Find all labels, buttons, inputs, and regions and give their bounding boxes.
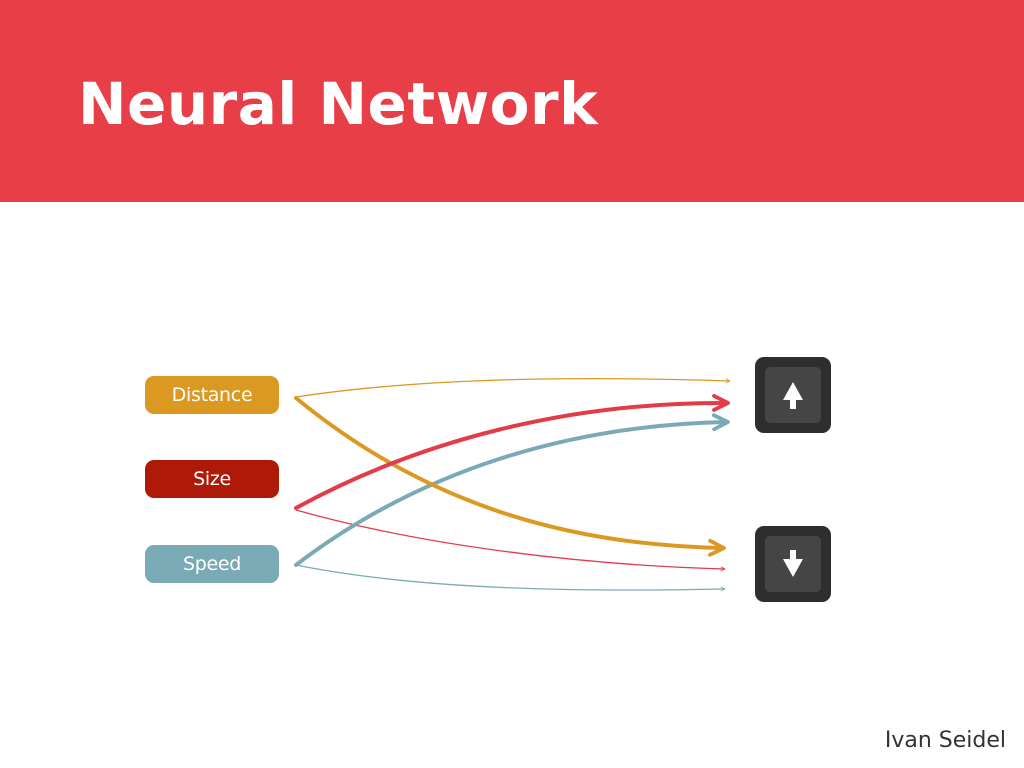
input-label-distance: Distance: [171, 384, 253, 406]
link-size-down: [295, 509, 726, 572]
link-distance-down: [294, 396, 726, 557]
arrow-down-key-icon: [783, 550, 803, 577]
input-label-size: Size: [193, 468, 231, 490]
arrow-up-key-icon: [783, 382, 803, 409]
output-key-down: [755, 526, 831, 602]
link-speed-up: [294, 413, 730, 567]
input-label-speed: Speed: [182, 553, 242, 575]
output-key-up: [755, 357, 831, 433]
slide-title: Neural Network: [78, 70, 599, 138]
input-node-distance: Distance: [145, 376, 279, 414]
link-size-up: [294, 394, 730, 510]
link-distance-up: [295, 378, 731, 398]
title-banner: Neural Network: [0, 0, 1024, 202]
link-speed-down: [295, 564, 726, 592]
input-node-size: Size: [145, 460, 279, 498]
input-node-speed: Speed: [145, 545, 279, 583]
author-name: Ivan Seidel: [884, 728, 1006, 753]
